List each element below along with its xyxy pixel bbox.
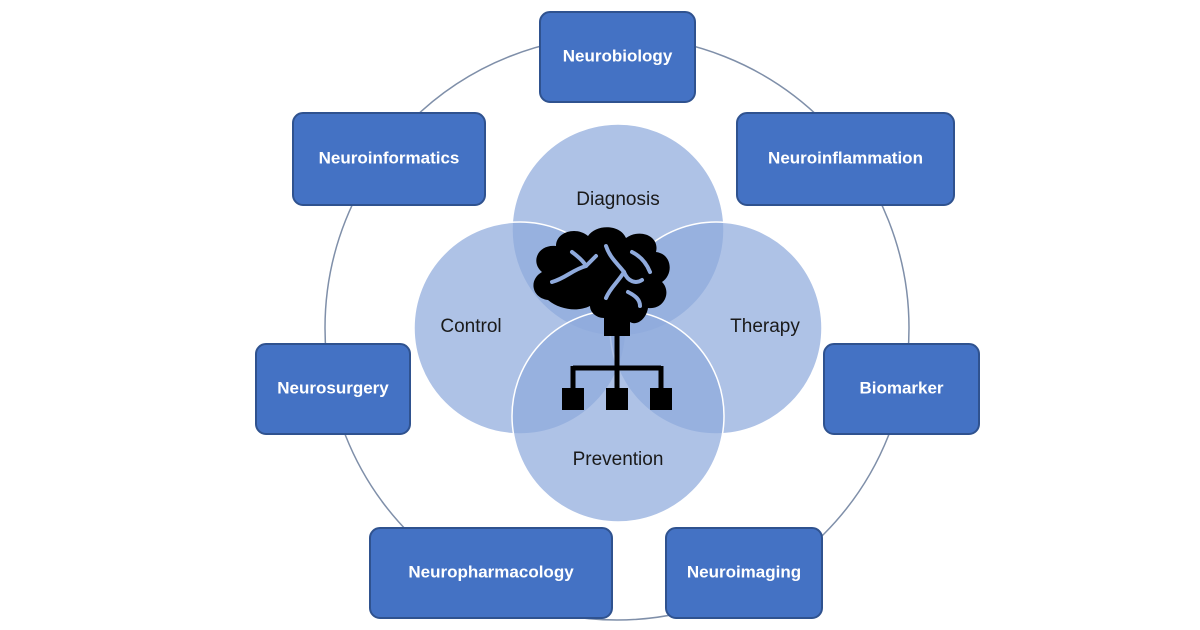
venn-label-therapy: Therapy [730,316,800,337]
node-neuropharmacology: Neuropharmacology [369,527,613,619]
brain-fold-6 [626,290,642,308]
tree-node-left [562,388,584,410]
venn-label-control: Control [440,316,501,337]
tree-node-middle [606,388,628,410]
brain-fold-5 [630,250,652,274]
node-label-neuroimaging: Neuroimaging [687,562,801,581]
node-label-neurosurgery: Neurosurgery [277,378,389,397]
node-biomarker: Biomarker [823,343,980,435]
node-neurobiology: Neurobiology [539,11,696,103]
node-label-neurobiology: Neurobiology [563,46,673,65]
ring-nodes: Neurobiology Neuroinflammation Biomarker… [255,11,980,619]
node-neuroimaging: Neuroimaging [665,527,823,619]
node-label-neuropharmacology: Neuropharmacology [408,562,574,581]
node-neuroinformatics: Neuroinformatics [292,112,486,206]
node-label-neuroinformatics: Neuroinformatics [319,148,460,167]
brain-fold-2 [570,250,588,268]
venn-label-diagnosis: Diagnosis [576,189,659,210]
brain-network-icon [533,227,672,410]
venn-label-prevention: Prevention [573,449,664,470]
node-label-neuroinflammation: Neuroinflammation [768,148,923,167]
node-label-biomarker: Biomarker [859,378,943,397]
brain-fold-4 [604,270,626,300]
tree-node-right [650,388,672,410]
node-neuroinflammation: Neuroinflammation [736,112,955,206]
node-neurosurgery: Neurosurgery [255,343,411,435]
